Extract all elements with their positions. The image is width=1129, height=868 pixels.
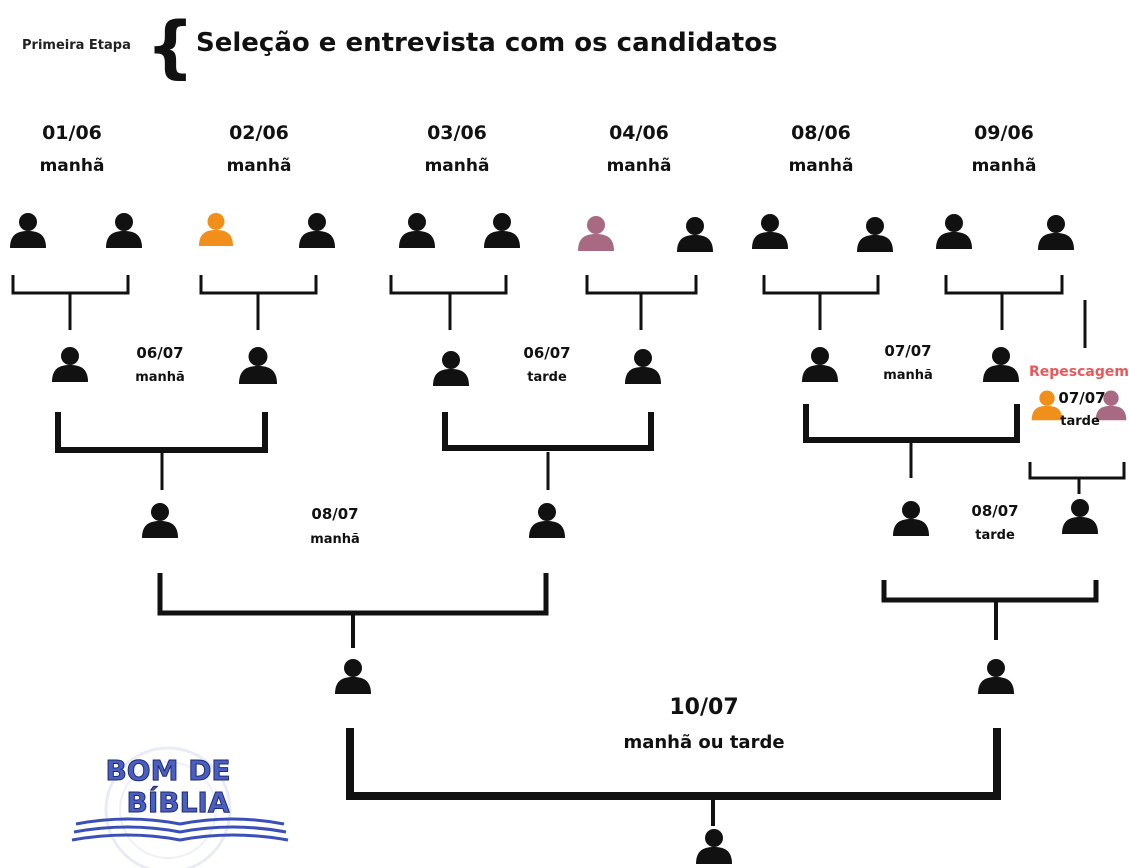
round2-date: 06/07: [523, 344, 571, 362]
person-icon: [1038, 215, 1074, 250]
round3-brackets: [157, 573, 1099, 616]
page-title: Seleção e entrevista com os candidatos: [196, 28, 778, 58]
round3-date: 08/07: [311, 505, 359, 523]
round1-date: 03/06: [427, 122, 487, 144]
logo-line2: BÍBLIA: [126, 785, 229, 819]
repescagem-date: 07/07: [1058, 389, 1106, 407]
round3-date: 08/07: [971, 502, 1019, 520]
person-icon: [983, 347, 1019, 382]
person-icon: [335, 659, 371, 694]
round1-shift: manhã: [226, 156, 292, 176]
round1-date: 01/06: [42, 122, 102, 144]
person-icon: [142, 503, 178, 538]
brace-icon: {: [146, 8, 195, 87]
round1-shift: manhã: [606, 156, 672, 176]
person-icon: [857, 217, 893, 252]
logo-line1: BOM DE: [105, 754, 230, 787]
round2-brackets: [55, 404, 1020, 453]
round1-shift: manhã: [971, 156, 1037, 176]
person-icon: [52, 347, 88, 382]
person-icon: [10, 213, 46, 248]
round1-shift: manhã: [424, 156, 490, 176]
winner-icon: [696, 829, 732, 864]
round3-shift: tarde: [975, 528, 1015, 543]
round1-date: 02/06: [229, 122, 289, 144]
round2-date: 06/07: [136, 344, 184, 362]
round2-connectors: [160, 443, 913, 490]
repescagem-label: Repescagem: [1029, 364, 1129, 380]
person-icon: [893, 501, 929, 536]
person-icon: [399, 213, 435, 248]
round1-shift: manhã: [39, 156, 105, 176]
person-icon: [433, 351, 469, 386]
round2-date: 07/07: [884, 342, 932, 360]
round3-shift: manhã: [310, 532, 360, 547]
book-icon: [71, 817, 289, 842]
person-icon: [936, 214, 972, 249]
person-icon: [752, 214, 788, 249]
round3-connectors: [351, 602, 998, 648]
round2-shift: manhã: [883, 368, 933, 383]
final-date: 10/07: [669, 695, 739, 720]
round2-shift: manhã: [135, 370, 185, 385]
person-icon: [677, 217, 713, 252]
person-icon-orange: [199, 212, 233, 246]
round1-shift: manhã: [788, 156, 854, 176]
final-bracket: [346, 728, 1001, 800]
final-shift: manhã ou tarde: [623, 732, 785, 753]
person-icon: [484, 213, 520, 248]
person-icon: [625, 349, 661, 384]
person-icon: [1062, 499, 1098, 534]
round1-date: 04/06: [609, 122, 669, 144]
person-icon: [802, 347, 838, 382]
person-icon: [299, 213, 335, 248]
person-icon-mauve: [578, 216, 614, 251]
round1-date: 09/06: [974, 122, 1034, 144]
stage-label: Primeira Etapa: [22, 38, 131, 53]
person-icon: [106, 213, 142, 248]
round1-brackets: [11, 275, 1126, 494]
round1-date: 08/06: [791, 122, 851, 144]
round2-shift: tarde: [527, 370, 567, 385]
repescagem-shift: tarde: [1060, 414, 1100, 429]
person-icon: [978, 659, 1014, 694]
person-icon: [239, 347, 277, 384]
person-icon: [529, 503, 565, 538]
bom-de-biblia-logo: BOM DE BÍBLIA: [71, 746, 289, 868]
